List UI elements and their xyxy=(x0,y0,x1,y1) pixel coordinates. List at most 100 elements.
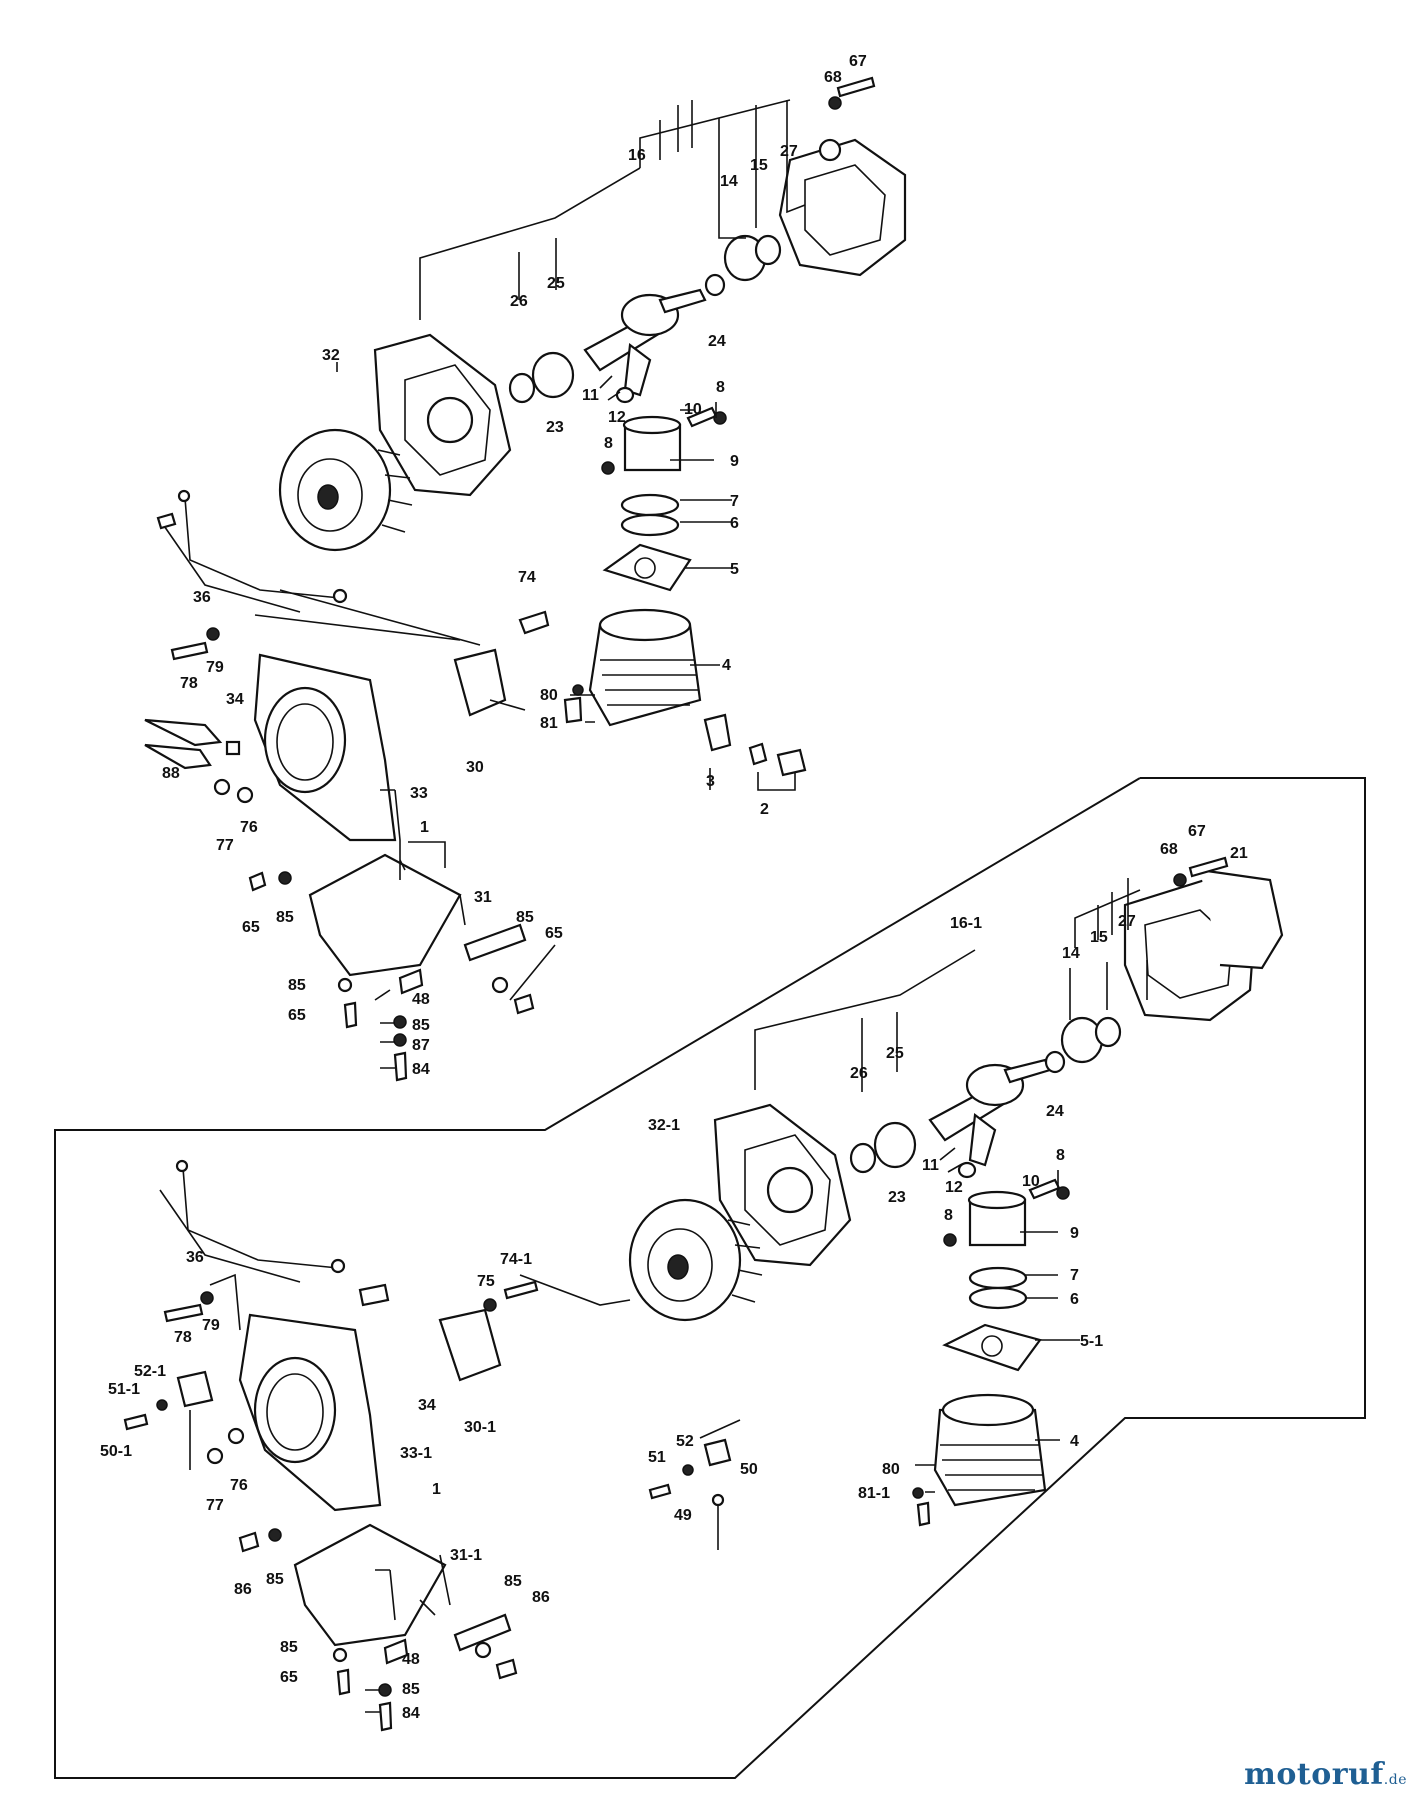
callout: 36 xyxy=(186,1249,204,1266)
callout: 78 xyxy=(180,675,198,692)
callout: 81-1 xyxy=(858,1485,890,1502)
callout: 8 xyxy=(944,1207,953,1224)
callout: 25 xyxy=(547,275,565,292)
callout: 88 xyxy=(162,765,180,782)
upper-leader-lines xyxy=(254,99,806,1069)
callout: 33 xyxy=(410,785,428,802)
callout: 8 xyxy=(716,379,725,396)
upper-ignition-coil xyxy=(453,610,550,717)
callout: 76 xyxy=(230,1477,248,1494)
callout: 21 xyxy=(1230,845,1248,862)
callout: 65 xyxy=(545,925,563,942)
callout: 32-1 xyxy=(648,1117,680,1134)
callout: 12 xyxy=(608,409,626,426)
watermark-logo: motoruf.de xyxy=(1244,1757,1407,1792)
callout: 26 xyxy=(510,293,528,310)
callout: 24 xyxy=(1046,1103,1064,1120)
callout: 68 xyxy=(824,69,842,86)
callout: 30 xyxy=(466,759,484,776)
callout: 15 xyxy=(1090,929,1108,946)
upper-bearings xyxy=(508,234,782,404)
lower-cylinder xyxy=(933,1393,1047,1507)
callout: 3 xyxy=(706,773,715,790)
callout: 79 xyxy=(202,1317,220,1334)
callout: 6 xyxy=(1070,1291,1079,1308)
upper-small-parts xyxy=(144,76,876,1082)
callout: 10 xyxy=(1022,1173,1040,1190)
callout: 77 xyxy=(206,1497,224,1514)
callout: 85 xyxy=(516,909,534,926)
lower-ignition-coil xyxy=(358,1280,539,1382)
callout: 85 xyxy=(288,977,306,994)
callout: 74 xyxy=(518,569,536,586)
upper-cover xyxy=(308,853,527,977)
lower-assembly-frame xyxy=(54,777,1366,1779)
callout: 85 xyxy=(266,1571,284,1588)
callout: 77 xyxy=(216,837,234,854)
callout: 50 xyxy=(740,1461,758,1478)
watermark-text: motoruf xyxy=(1244,1757,1384,1792)
callout: 51-1 xyxy=(108,1381,140,1398)
callout: 51 xyxy=(648,1449,666,1466)
upper-crankcase-left xyxy=(373,333,512,497)
upper-cylinder xyxy=(588,608,702,727)
callout: 27 xyxy=(780,143,798,160)
lower-gasket xyxy=(942,1323,1042,1372)
callout: 65 xyxy=(242,919,260,936)
upper-spark-plug xyxy=(703,713,807,777)
callout: 30-1 xyxy=(464,1419,496,1436)
lower-harness xyxy=(159,1159,346,1283)
lower-leader-lines xyxy=(209,878,1148,1713)
lower-crankcase-right xyxy=(1123,868,1284,1022)
callout: 36 xyxy=(193,589,211,606)
callout: 74-1 xyxy=(500,1251,532,1268)
callout: 5 xyxy=(730,561,739,578)
callout: 14 xyxy=(1062,945,1080,962)
callout: 11 xyxy=(582,387,599,404)
callout: 50-1 xyxy=(100,1443,132,1460)
callout: 76 xyxy=(240,819,258,836)
lower-stop-switch xyxy=(123,1370,732,1550)
callout: 84 xyxy=(402,1705,420,1722)
callout: 34 xyxy=(418,1397,436,1414)
callout: 1 xyxy=(420,819,429,836)
callout: 68 xyxy=(1160,841,1178,858)
callout: 49 xyxy=(674,1507,692,1524)
upper-crankshaft xyxy=(583,288,707,397)
callout: 34 xyxy=(226,691,244,708)
callout: 2 xyxy=(760,801,769,818)
callout: 52-1 xyxy=(134,1363,166,1380)
lower-flywheel xyxy=(628,1198,763,1322)
upper-flywheel xyxy=(278,428,413,552)
callout: 87 xyxy=(412,1037,430,1054)
callout: 4 xyxy=(722,657,731,674)
callout: 48 xyxy=(412,991,430,1008)
callout: 24 xyxy=(708,333,726,350)
callout: 8 xyxy=(1056,1147,1065,1164)
callout: 10 xyxy=(684,401,702,418)
callout: 23 xyxy=(888,1189,906,1206)
callout: 75 xyxy=(477,1273,495,1290)
callout: 32 xyxy=(322,347,340,364)
callout: 84 xyxy=(412,1061,430,1078)
callout: 85 xyxy=(504,1573,522,1590)
callout: 67 xyxy=(1188,823,1206,840)
callout: 65 xyxy=(280,1669,298,1686)
callout: 25 xyxy=(886,1045,904,1062)
callout: 4 xyxy=(1070,1433,1079,1450)
callout: 15 xyxy=(750,157,768,174)
callout: 65 xyxy=(288,1007,306,1024)
lower-piston-rings xyxy=(967,1178,1061,1310)
callout: 85 xyxy=(412,1017,430,1034)
upper-piston-rings xyxy=(620,406,718,537)
callout: 80 xyxy=(540,687,558,704)
callout: 7 xyxy=(1070,1267,1079,1284)
callout: 9 xyxy=(730,453,739,470)
callout: 6 xyxy=(730,515,739,532)
callout: 85 xyxy=(280,1639,298,1656)
lower-cover xyxy=(293,1523,512,1652)
upper-fan-housing xyxy=(253,653,397,842)
callout: 79 xyxy=(206,659,224,676)
callout: 48 xyxy=(402,1651,420,1668)
callout: 7 xyxy=(730,493,739,510)
